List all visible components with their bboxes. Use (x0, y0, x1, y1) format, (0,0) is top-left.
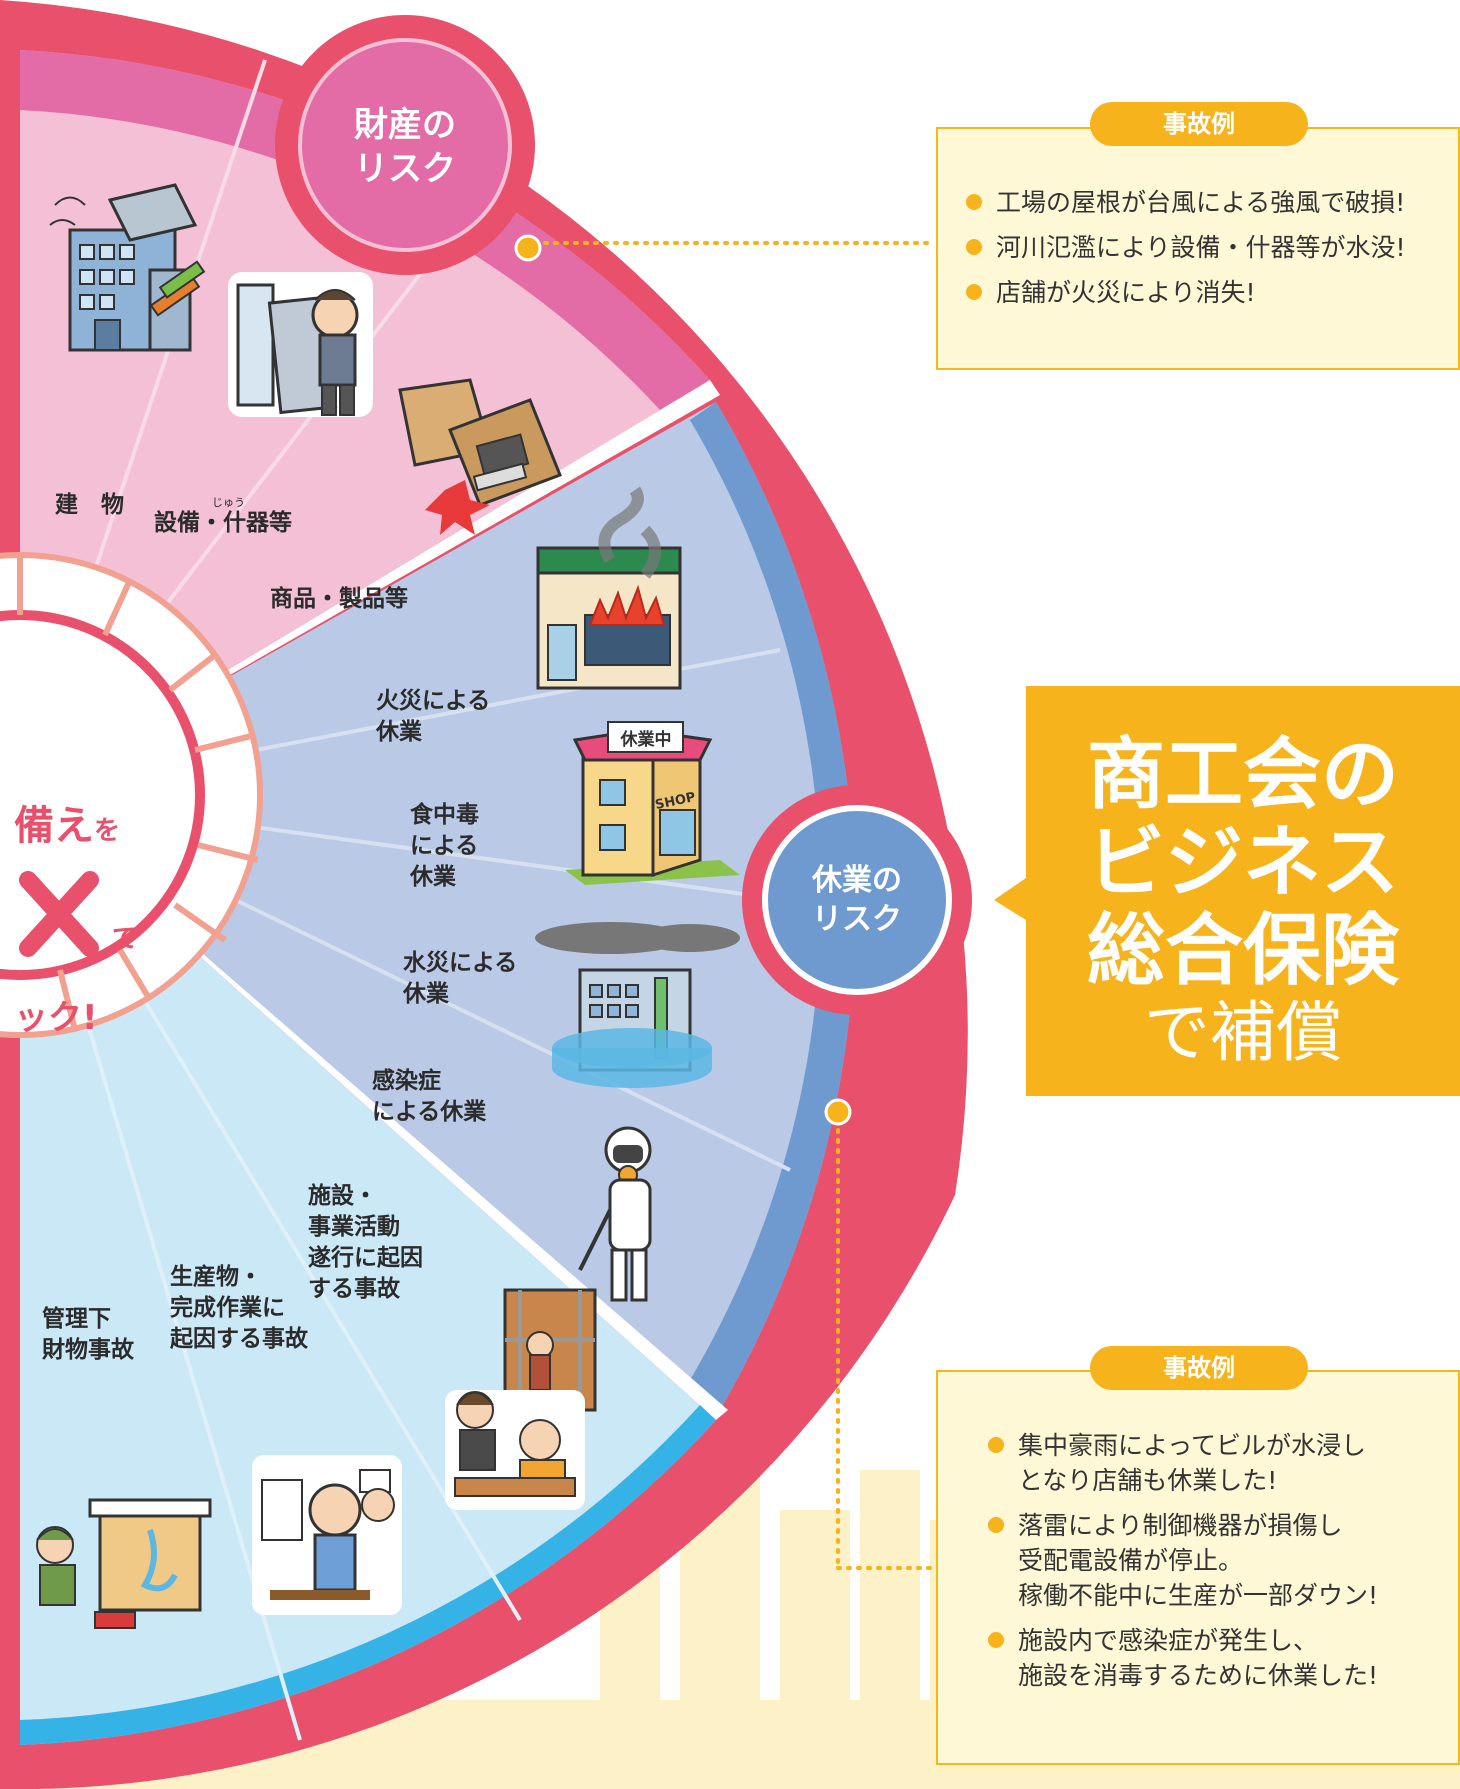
bullet-icon (988, 1517, 1004, 1533)
bullet-icon (988, 1632, 1004, 1648)
sign-closed: 休業中 (620, 730, 672, 750)
property-risk-circle (298, 38, 512, 252)
insurance-banner: 商工会の ビジネス 総合保険 で補償 (1026, 686, 1460, 1096)
x-mark (19, 871, 99, 957)
connector-dot-1 (514, 234, 542, 262)
label-custody: 管理下財物事故 (42, 1306, 134, 1364)
bullet-icon (966, 239, 982, 255)
goods-illustration (398, 378, 562, 535)
closed-shop-illustration (565, 721, 740, 885)
accident-list-2: 集中豪雨によってビルが水浸しとなり店舗も休業した! 落雷により制御機器が損傷し受… (988, 1428, 1378, 1703)
accident-box-1-title: 事故例 (1090, 102, 1308, 146)
banner-line1: 商工会の (1086, 730, 1399, 820)
slogan-line1: 備えを (14, 803, 121, 849)
business-risk-circle (762, 805, 952, 995)
property-band (20, 50, 710, 410)
disinfection-worker-illustration (578, 1126, 652, 1302)
accident-item: 工場の屋根が台風による強風で破損! (966, 185, 1406, 220)
accident-item: 河川氾濫により設備・什器等が水没! (966, 230, 1406, 265)
food-poisoning-customer-illustration (252, 1455, 402, 1615)
restaurant-accident-illustration (445, 1390, 585, 1510)
plumbing-accident-illustration (36, 1498, 212, 1629)
label-product: 生産物・完成作業に起因する事故 (170, 1264, 308, 1353)
label-equipment: 設備・什器等 (154, 510, 292, 536)
accident-item: 落雷により制御機器が損傷し受配電設備が停止。稼働不能中に生産が一部ダウン! (988, 1508, 1378, 1613)
banner-line4: で補償 (1144, 994, 1342, 1071)
accident-box-2-title: 事故例 (1090, 1346, 1308, 1390)
slogan-line2: で (112, 924, 139, 954)
accident-list-1: 工場の屋根が台風による強風で破損! 河川氾濫により設備・什器等が水没! 店舗が火… (966, 185, 1406, 320)
slogan-line3: ック! (14, 998, 98, 1038)
fire-cafe-illustration (536, 486, 682, 690)
equipment-illustration (228, 272, 373, 417)
accident-item: 集中豪雨によってビルが水浸しとなり店舗も休業した! (988, 1428, 1378, 1498)
property-risk-label: 財産の リスク (354, 105, 456, 190)
label-food-poisoning: 食中毒による休業 (410, 802, 479, 891)
banner-line2: ビジネス (1086, 818, 1399, 908)
label-goods: 商品・製品等 (270, 586, 408, 612)
label-infection: 感染症による休業 (372, 1068, 487, 1126)
business-risk-label: 休業の リスク (812, 863, 902, 937)
banner-line3: 総合保険 (1086, 906, 1399, 996)
accident-item: 施設内で感染症が発生し、施設を消毒するために休業した! (988, 1623, 1378, 1693)
bullet-icon (966, 284, 982, 300)
ruby-juu: じゅう (212, 496, 245, 509)
accident-item: 店舗が火災により消失! (966, 275, 1406, 310)
flood-building-illustration (535, 922, 740, 1088)
label-flood: 水災による休業 (403, 950, 518, 1008)
label-fire: 火災による休業 (376, 688, 491, 746)
bullet-icon (966, 194, 982, 210)
connector-dot-2 (824, 1098, 852, 1126)
label-facility: 施設・事業活動遂行に起因する事故 (308, 1183, 423, 1303)
building-storm-illustration (49, 183, 206, 352)
accident-examples-box-2: 集中豪雨によってビルが水浸しとなり店舗も休業した! 落雷により制御機器が損傷し受… (936, 1370, 1460, 1765)
accident-examples-box-1: 工場の屋根が台風による強風で破損! 河川氾濫により設備・什器等が水没! 店舗が火… (936, 127, 1460, 370)
business-band (690, 402, 856, 1410)
bullet-icon (988, 1437, 1004, 1453)
label-building: 建 物 (55, 492, 124, 518)
